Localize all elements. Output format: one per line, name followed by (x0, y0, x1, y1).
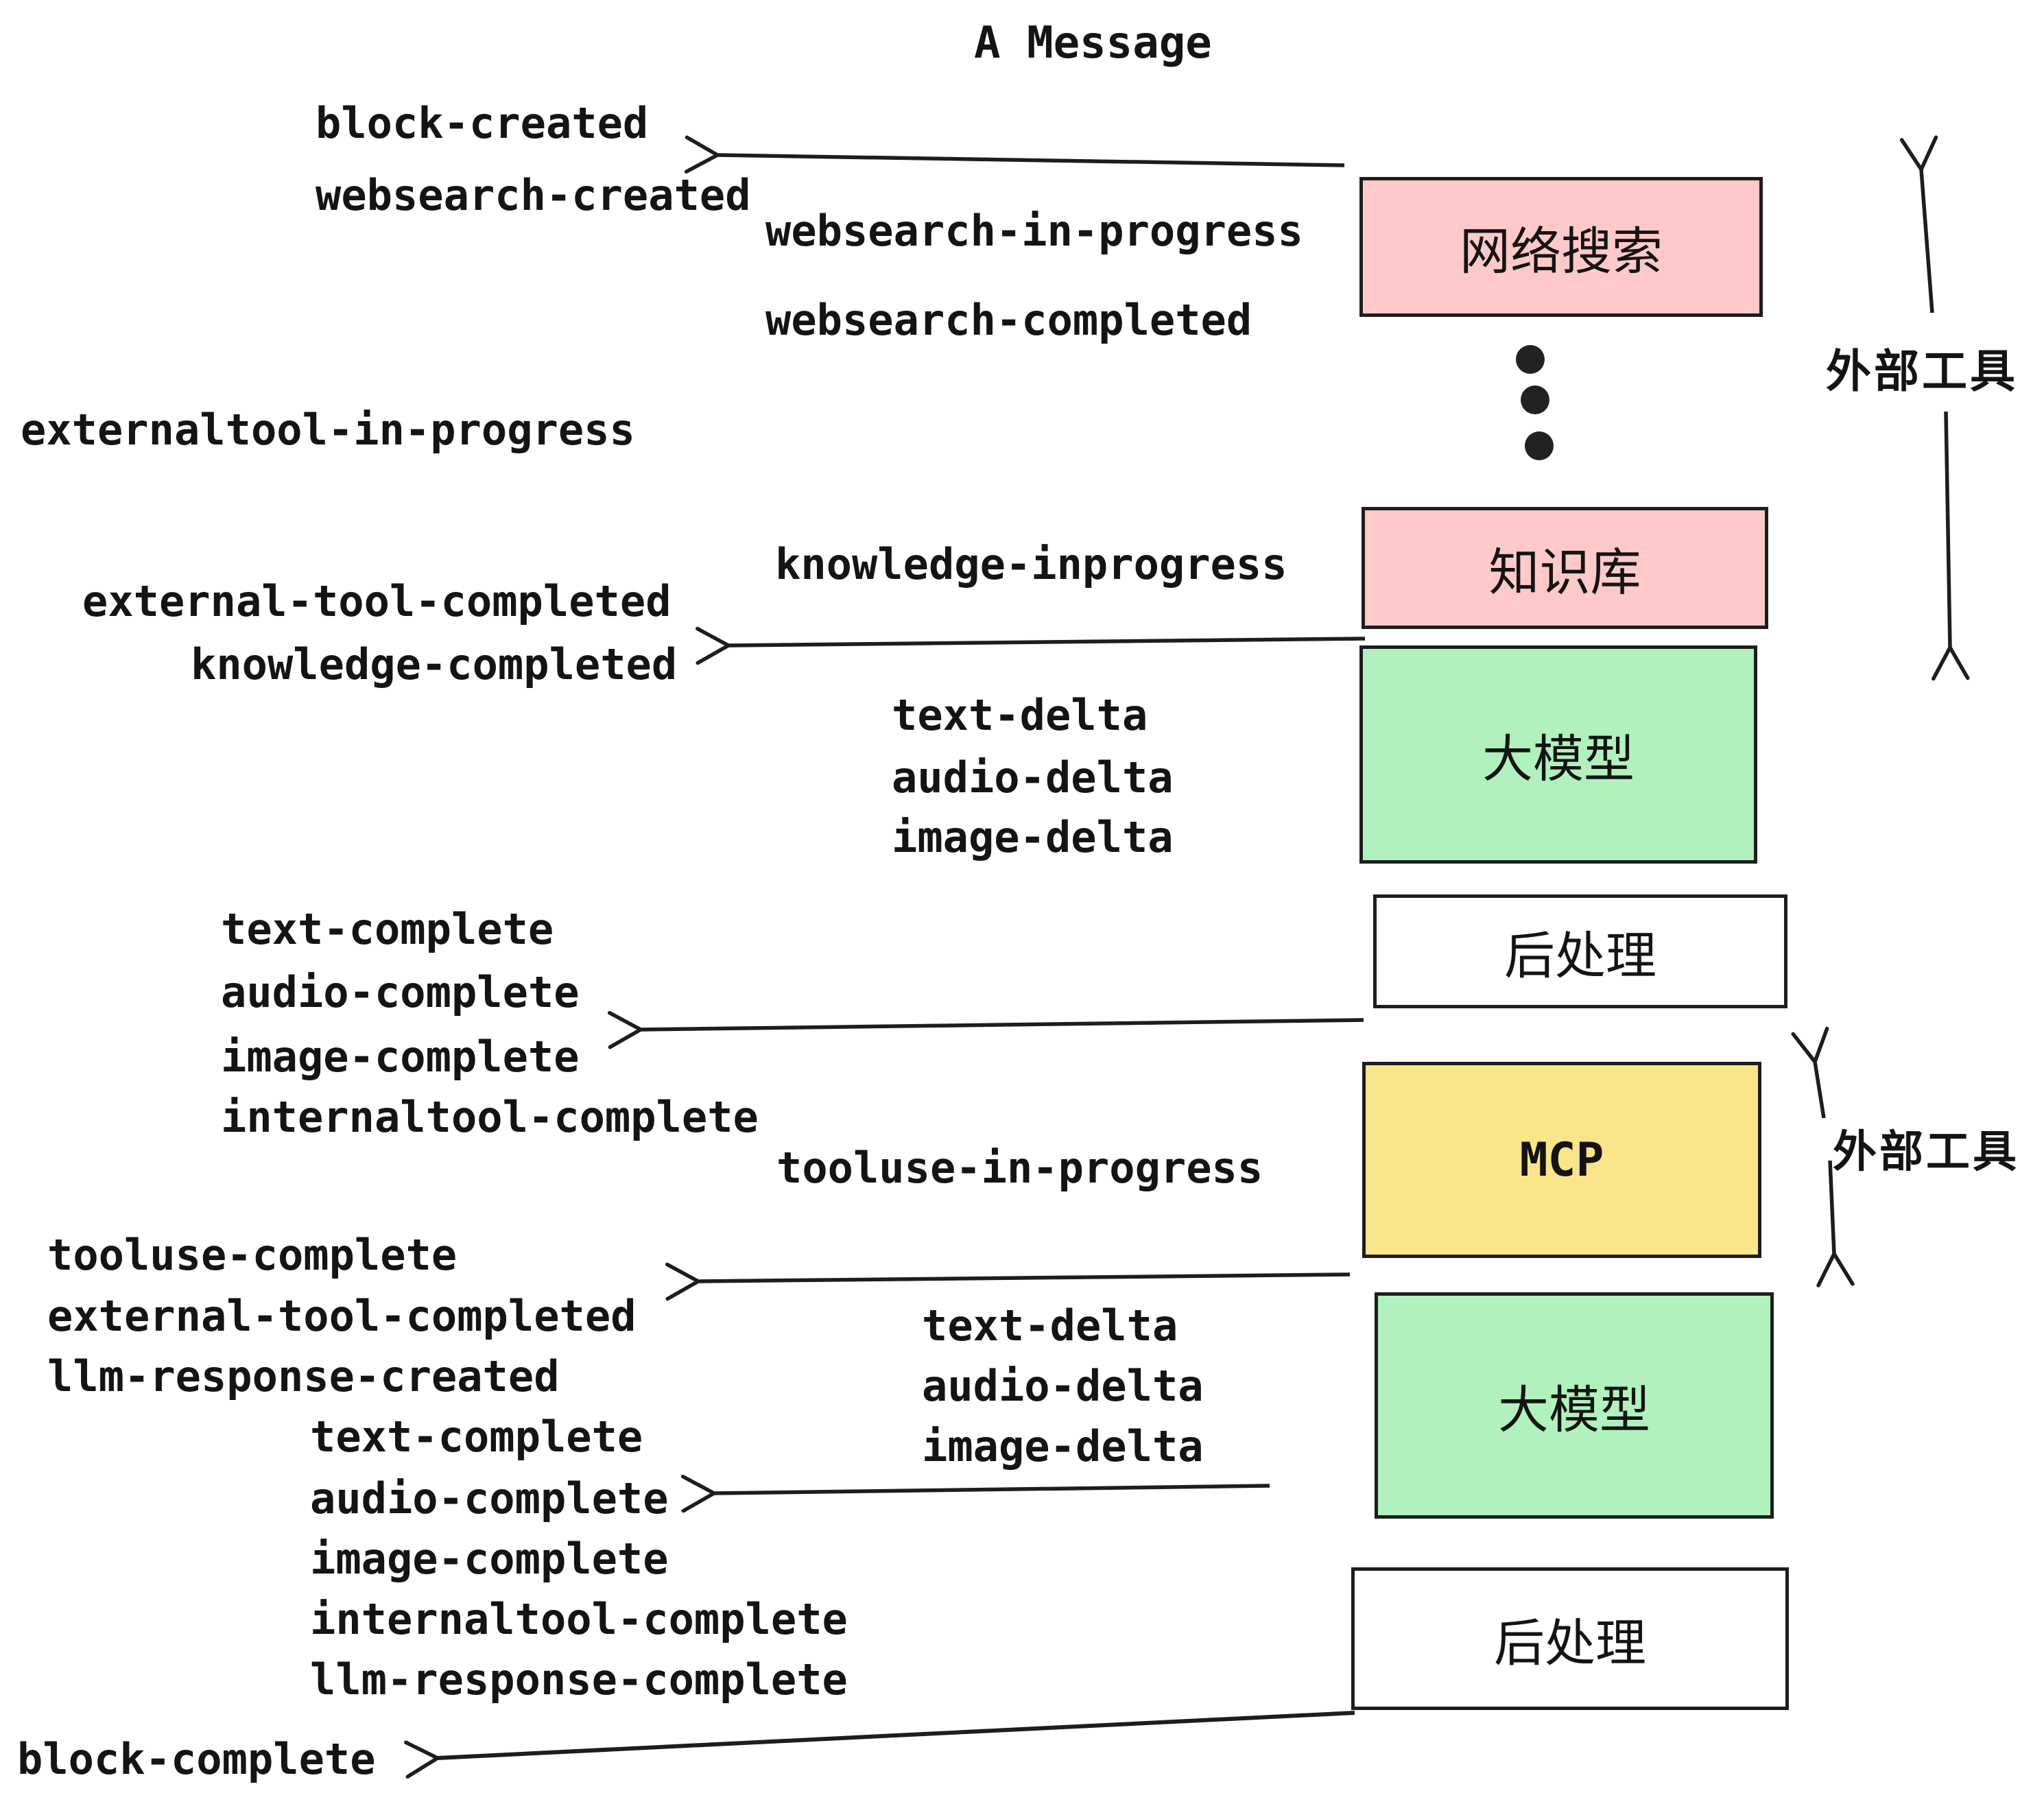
event-label-block-created: block-created (316, 98, 649, 148)
external-tools-bottom-arrow-down (1816, 1160, 1855, 1287)
event-label-image-delta-2: image-delta (922, 1421, 1204, 1471)
event-label-websearch-created: websearch-created (316, 170, 751, 220)
node-llm-top: 大模型 (1359, 645, 1757, 864)
diagram-title: A Message (974, 18, 1212, 69)
arrow-tooluse-complete (665, 1262, 1351, 1301)
event-label-external-tool-completed: external-tool-completed (82, 576, 672, 626)
external-tools-bottom-label: 外部工具 (1833, 1127, 2019, 1178)
event-label-tooluse-in-progress: tooluse-in-progress (776, 1143, 1263, 1193)
external-tools-top-label: 外部工具 (1826, 345, 2018, 398)
event-label-llm-response-complete: llm-response-complete (310, 1654, 848, 1705)
event-label-internaltool-complete-1: internaltool-complete (221, 1092, 759, 1142)
event-label-text-complete-1: text-complete (221, 904, 554, 954)
event-label-websearch-in-progress: websearch-in-progress (765, 206, 1303, 256)
ellipsis-dot (1521, 385, 1549, 414)
ellipsis-dot (1525, 431, 1554, 460)
event-label-internaltool-complete-2: internaltool-complete (310, 1594, 848, 1644)
node-mcp: MCP (1362, 1062, 1761, 1258)
event-label-image-complete-1: image-complete (221, 1032, 580, 1082)
event-label-tooluse-complete: tooluse-complete (47, 1230, 457, 1280)
external-tools-bottom-arrow-up (1791, 1026, 1829, 1119)
event-label-external-tool-completed-2: external-tool-completed (47, 1291, 637, 1341)
node-websearch: 网络搜索 (1359, 177, 1763, 317)
node-postprocess-bottom: 后处理 (1351, 1567, 1789, 1710)
event-label-knowledge-inprogress: knowledge-inprogress (775, 539, 1287, 589)
event-label-text-delta-2: text-delta (922, 1301, 1178, 1351)
node-postprocess-top: 后处理 (1373, 894, 1787, 1008)
event-label-audio-complete-2: audio-complete (310, 1473, 669, 1523)
event-label-block-complete: block-complete (17, 1734, 376, 1784)
event-label-text-delta-1: text-delta (892, 690, 1148, 740)
external-tools-top-arrow-up (1899, 135, 1938, 313)
arrow-image-complete (607, 1010, 1364, 1049)
event-label-audio-delta-1: audio-delta (892, 752, 1174, 803)
event-label-externaltool-in-progress: externaltool-in-progress (21, 405, 635, 455)
ellipsis-dot (1516, 345, 1545, 374)
event-label-image-complete-2: image-complete (310, 1534, 669, 1584)
node-knowledge: 知识库 (1362, 507, 1768, 629)
arrow-audio-complete (680, 1474, 1270, 1513)
external-tools-top-arrow-down (1932, 411, 1970, 681)
event-label-websearch-completed: websearch-completed (765, 295, 1252, 345)
event-label-audio-complete-1: audio-complete (221, 967, 580, 1017)
event-label-image-delta-1: image-delta (892, 812, 1174, 862)
arrow-block-complete (404, 1711, 1355, 1779)
event-label-knowledge-completed: knowledge-completed (191, 639, 678, 689)
arrow-websearch-created (684, 135, 1345, 174)
arrow-knowledge-completed (695, 626, 1366, 665)
event-label-audio-delta-2: audio-delta (922, 1361, 1204, 1411)
event-label-text-complete-2: text-complete (310, 1412, 643, 1462)
event-label-llm-response-created: llm-response-created (47, 1351, 560, 1401)
node-llm-bottom: 大模型 (1375, 1292, 1774, 1519)
